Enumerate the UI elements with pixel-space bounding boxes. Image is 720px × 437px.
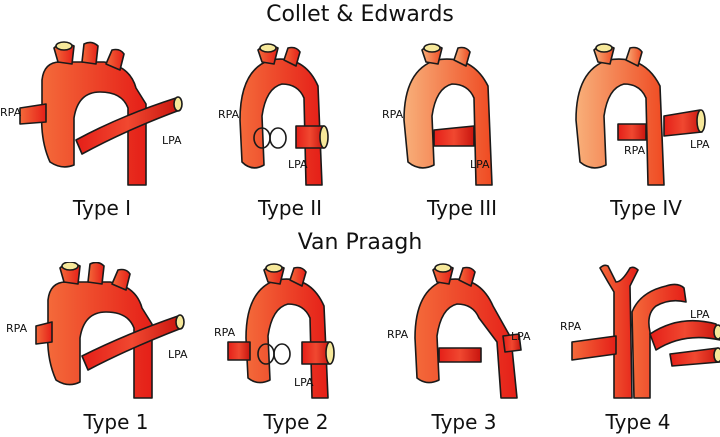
type-label: Type I	[72, 196, 132, 220]
type-label: Type III	[427, 196, 497, 220]
collet-edwards-type-ii-diagram: RPA LPA	[218, 43, 329, 186]
van-praagh-type-3-diagram: RPA LPA	[387, 263, 531, 399]
lpa-label: LPA	[168, 348, 188, 361]
collet-edwards-type-i-diagram: RPA LPA	[0, 41, 183, 186]
van-praagh-type-1-diagram: RPA LPA	[6, 262, 188, 399]
van-praagh-type-2-diagram: RPA LPA	[214, 263, 335, 399]
rpa-label: RPA	[214, 326, 236, 339]
type-label: Type 2	[263, 410, 329, 434]
lpa-label: LPA	[511, 330, 531, 343]
lpa-label: LPA	[470, 158, 490, 171]
van-praagh-heading: Van Praagh	[297, 230, 423, 255]
rpa-label: RPA	[382, 108, 404, 121]
van-praagh-type-4-diagram: RPA LPA	[560, 264, 720, 399]
type-label: Type II	[257, 196, 323, 220]
type-label: Type IV	[610, 196, 682, 220]
collet-edwards-type-iii-diagram: RPA LPA	[382, 43, 493, 186]
rpa-label: RPA	[6, 322, 28, 335]
lpa-label: LPA	[288, 158, 308, 171]
type-label: Type 3	[431, 410, 497, 434]
type-label: Type 1	[83, 410, 149, 434]
lpa-label: LPA	[294, 376, 314, 389]
rpa-label: RPA	[387, 328, 409, 341]
rpa-label: RPA	[624, 144, 646, 157]
type-label: Type 4	[605, 410, 671, 434]
lpa-label: LPA	[690, 138, 710, 151]
lpa-label: LPA	[690, 308, 710, 321]
collet-edwards-type-iv-diagram: RPA LPA	[575, 43, 710, 186]
rpa-label: RPA	[560, 320, 582, 333]
collet-edwards-heading: Collet & Edwards	[266, 2, 454, 27]
rpa-label: RPA	[0, 106, 22, 119]
rpa-label: RPA	[218, 108, 240, 121]
lpa-label: LPA	[162, 134, 182, 147]
